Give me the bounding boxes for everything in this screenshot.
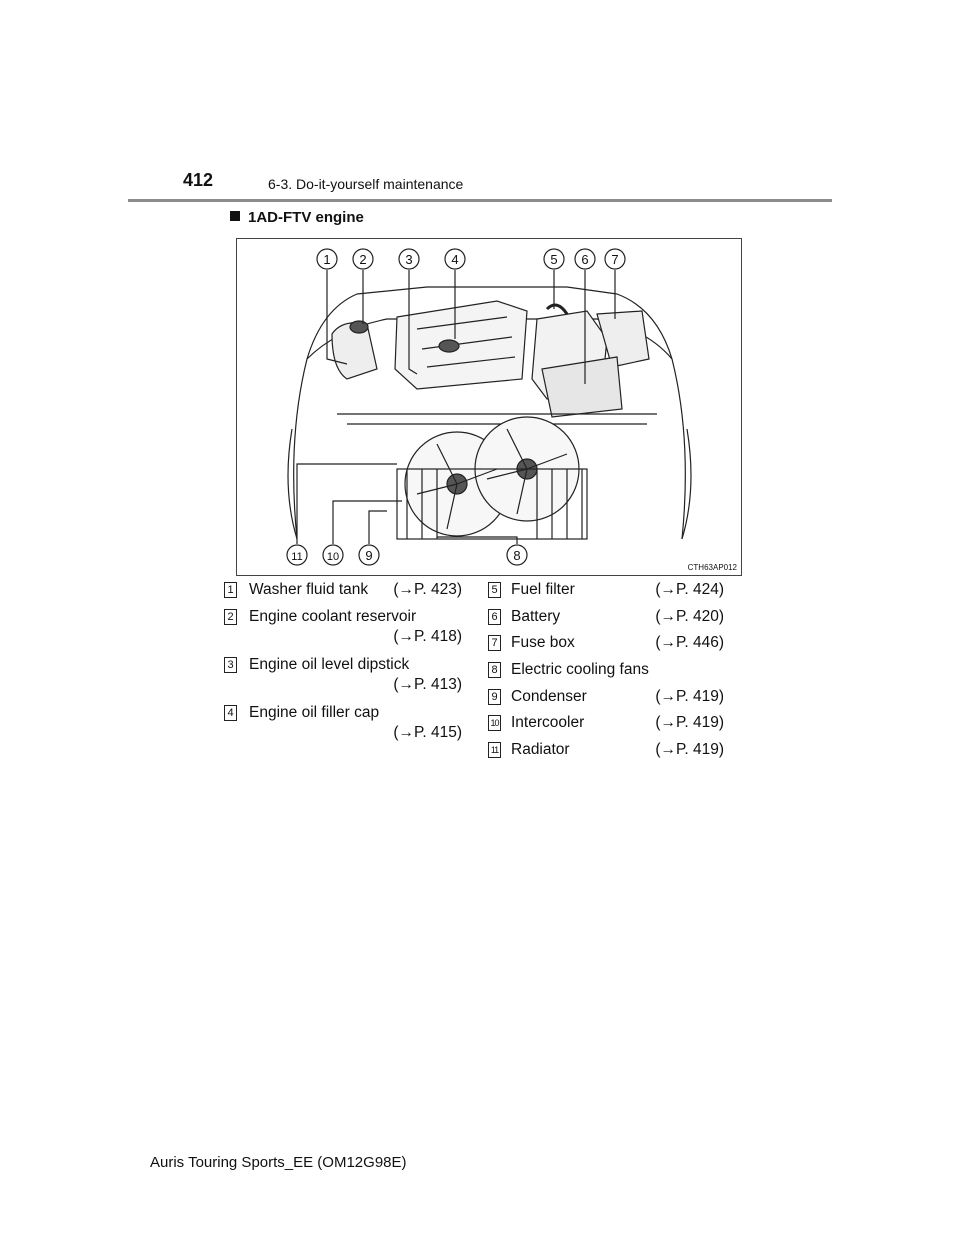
figure-callout-3: 3 xyxy=(398,248,420,270)
legend-right-ref-6: (→P. 420) xyxy=(655,608,724,625)
legend-right-badge-8: 8 xyxy=(488,662,501,678)
footer-text: Auris Touring Sports_EE (OM12G98E) xyxy=(150,1154,407,1171)
legend-left-label-1: Washer fluid tank xyxy=(249,581,369,598)
section-title: 6-3. Do-it-yourself maintenance xyxy=(268,176,464,192)
legend-left-badge-2: 2 xyxy=(224,609,237,625)
page-number: 412 xyxy=(183,170,214,190)
legend-left-ref-4: (→P. 415) xyxy=(393,724,462,741)
legend-left-badge-4: 4 xyxy=(224,705,237,721)
legend-right-label-10: Intercooler xyxy=(511,714,585,731)
legend-right-label-6: Battery xyxy=(511,608,561,625)
figure-code: CTH63AP012 xyxy=(687,563,737,572)
legend-right-ref-11: (→P. 419) xyxy=(655,741,724,758)
figure-callout-4: 4 xyxy=(444,248,466,270)
figure-callout-10: 10 xyxy=(322,544,344,566)
figure-callout-6: 6 xyxy=(574,248,596,270)
svg-text:11: 11 xyxy=(291,551,302,563)
figure-callout-11: 11 xyxy=(286,544,308,566)
svg-text:2: 2 xyxy=(359,252,366,267)
legend-left-ref-2: (→P. 418) xyxy=(393,628,462,645)
legend-right-badge-9: 9 xyxy=(488,689,501,705)
legend-left-label-2: Engine coolant reservoir xyxy=(249,608,417,625)
legend-left-ref-1: (→P. 423) xyxy=(393,581,462,598)
engine-compartment-figure: 1 2 3 4 5 6 7 8 9 10 11 CTH63AP012 xyxy=(236,238,742,576)
engine-illustration xyxy=(287,270,692,544)
legend-left-badge-3: 3 xyxy=(224,657,237,673)
legend-right-badge-6: 6 xyxy=(488,609,501,625)
legend-right-badge-10: 10 xyxy=(488,715,501,731)
legend-right-ref-5: (→P. 424) xyxy=(655,581,724,598)
legend-right-badge-7: 7 xyxy=(488,635,501,651)
svg-text:10: 10 xyxy=(327,551,339,563)
legend-right-label-8: Electric cooling fans xyxy=(511,661,649,678)
section-heading: 1AD-FTV engine xyxy=(230,209,364,226)
square-bullet-icon xyxy=(230,211,240,221)
callout-layer: 1 2 3 4 5 6 7 8 9 10 11 xyxy=(286,248,626,566)
heading-text: 1AD-FTV engine xyxy=(248,209,364,226)
svg-text:6: 6 xyxy=(581,252,588,267)
legend-left-badge-1: 1 xyxy=(224,582,237,598)
legend-right-ref-9: (→P. 419) xyxy=(655,688,724,705)
svg-text:4: 4 xyxy=(451,252,458,267)
svg-text:3: 3 xyxy=(405,252,412,267)
figure-callout-7: 7 xyxy=(604,248,626,270)
legend-left-label-4: Engine oil filler cap xyxy=(249,704,380,721)
svg-text:9: 9 xyxy=(365,548,372,563)
legend-right-label-9: Condenser xyxy=(511,688,587,705)
figure-callout-1: 1 xyxy=(316,248,338,270)
legend-right-ref-7: (→P. 446) xyxy=(655,634,724,651)
legend-left-label-3: Engine oil level dipstick xyxy=(249,656,410,673)
figure-callout-2: 2 xyxy=(352,248,374,270)
legend-left-ref-3: (→P. 413) xyxy=(393,676,462,693)
svg-text:8: 8 xyxy=(513,548,520,563)
svg-text:5: 5 xyxy=(550,252,557,267)
legend-right-label-7: Fuse box xyxy=(511,634,575,651)
legend-right-badge-11: 11 xyxy=(488,742,501,758)
header-rule xyxy=(128,199,832,202)
legend-right-label-5: Fuel filter xyxy=(511,581,575,598)
figure-callout-9: 9 xyxy=(358,544,380,566)
legend-right-badge-5: 5 xyxy=(488,582,501,598)
legend-right-ref-10: (→P. 419) xyxy=(655,714,724,731)
figure-callout-5: 5 xyxy=(543,248,565,270)
figure-callout-8: 8 xyxy=(506,544,528,566)
legend-right-label-11: Radiator xyxy=(511,741,570,758)
svg-text:1: 1 xyxy=(323,252,330,267)
svg-text:7: 7 xyxy=(611,252,618,267)
